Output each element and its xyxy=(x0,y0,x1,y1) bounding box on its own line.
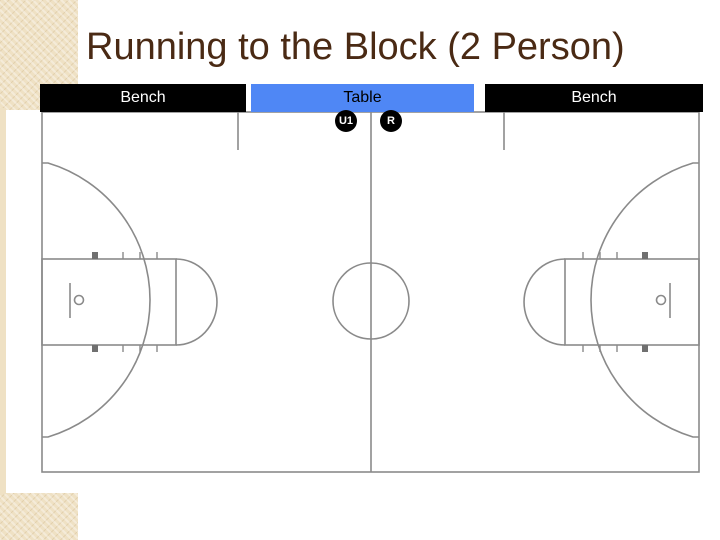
block-mark-left xyxy=(92,345,98,352)
official-marker-u1: U1 xyxy=(335,110,357,132)
official-marker-r: R xyxy=(380,110,402,132)
free-throw-circle-right xyxy=(523,258,566,346)
center-circle xyxy=(332,262,410,340)
lane-left xyxy=(41,258,177,346)
left-bench-bar: Bench xyxy=(40,84,246,112)
slide-title: Running to the Block (2 Person) xyxy=(86,26,625,68)
basket-left xyxy=(73,294,85,306)
block-mark-right xyxy=(642,345,648,352)
decorative-texture-top xyxy=(0,0,78,110)
block-mark-left xyxy=(92,252,98,259)
scorer-table-bar: Table xyxy=(251,84,474,112)
right-bench-bar: Bench xyxy=(485,84,703,112)
decorative-texture-bottom xyxy=(0,493,78,540)
lane-right xyxy=(564,258,700,346)
free-throw-circle-left xyxy=(175,258,218,346)
three-point-arc-left xyxy=(42,162,151,438)
decorative-texture-strip xyxy=(0,108,6,494)
block-mark-right xyxy=(642,252,648,259)
basket-right xyxy=(655,294,667,306)
three-point-arc-right xyxy=(590,162,699,438)
